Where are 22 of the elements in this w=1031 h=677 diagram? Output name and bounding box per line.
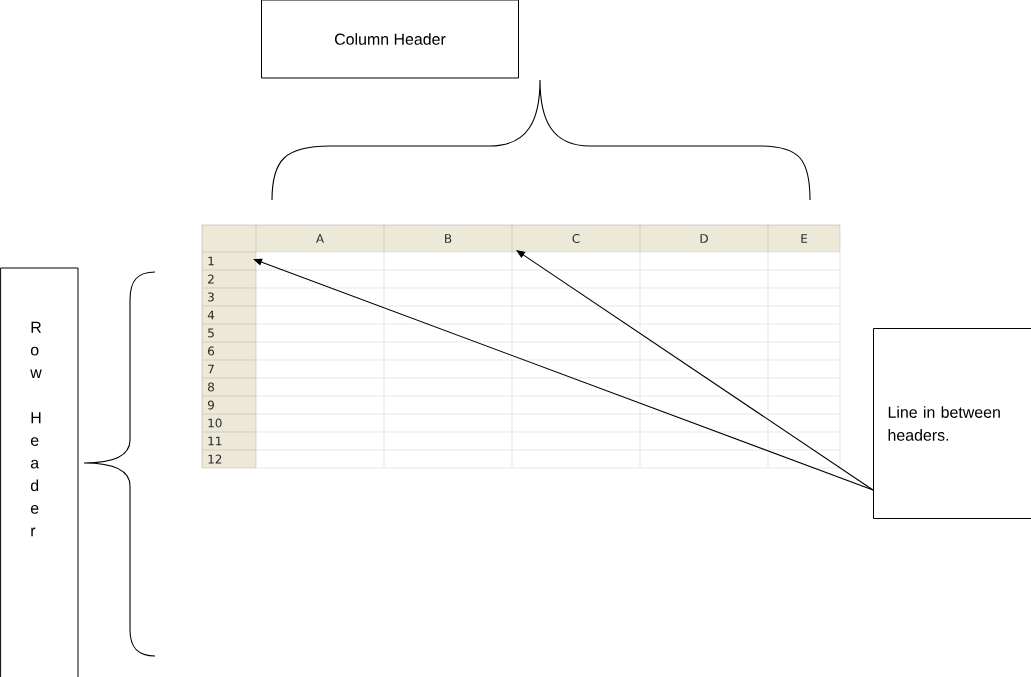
row-number: 10 [208,418,222,428]
row-number: 6 [208,346,215,356]
row-number: 4 [207,310,215,320]
column-letter: A [316,234,324,243]
row-number: 5 [208,328,214,338]
column-letter: E [801,234,807,243]
row-number: 3 [208,292,214,302]
text-box: Line in between headers. [873,328,1031,519]
column-letter: B [445,234,452,243]
arrow [253,258,874,491]
row-number: 1 [208,256,214,266]
row-number: 2 [208,274,214,284]
column-letter: C [572,233,580,243]
text-box: Row Header [0,267,79,677]
row-number: 9 [207,400,214,410]
row-number: 8 [208,382,214,392]
row-number: 7 [208,364,214,374]
arrow [516,250,874,491]
column-letter: D [700,234,708,243]
text-box: Column Header [261,0,519,79]
row-number: 12 [208,454,222,464]
row-number: 11 [208,436,222,446]
